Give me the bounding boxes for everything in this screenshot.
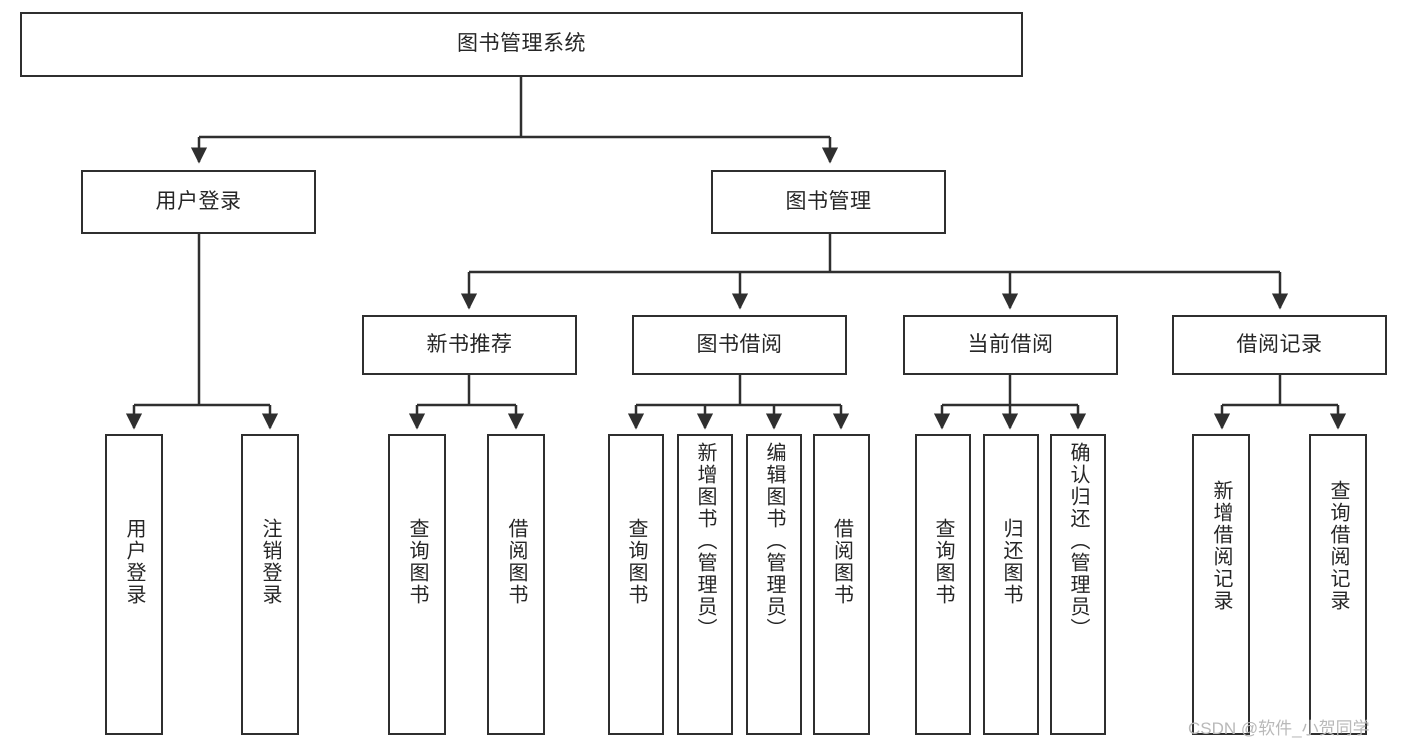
node-leaf-borrow-book-1[interactable]: 借阅图书 bbox=[487, 434, 545, 735]
node-leaf-edit-book-label: 编辑图书（管理员） bbox=[763, 442, 785, 640]
node-leaf-add-book[interactable]: 新增图书（管理员） bbox=[677, 434, 733, 735]
node-leaf-borrow-book-1-label: 借阅图书 bbox=[505, 518, 527, 606]
node-leaf-confirm-return[interactable]: 确认归还（管理员） bbox=[1050, 434, 1106, 735]
node-user-login[interactable]: 用户登录 bbox=[81, 170, 316, 234]
node-current-borrow-label: 当前借阅 bbox=[967, 332, 1054, 356]
node-book-borrow[interactable]: 图书借阅 bbox=[632, 315, 847, 375]
node-leaf-query-book-1-label: 查询图书 bbox=[406, 518, 428, 606]
node-new-book-recommend[interactable]: 新书推荐 bbox=[362, 315, 577, 375]
watermark: CSDN @软件_小贺同学 bbox=[1188, 719, 1370, 738]
node-leaf-return-book[interactable]: 归还图书 bbox=[983, 434, 1039, 735]
node-leaf-logout-label: 注销登录 bbox=[259, 518, 281, 606]
node-leaf-query-book-2[interactable]: 查询图书 bbox=[608, 434, 664, 735]
node-leaf-add-borrow-record-label: 新增借阅记录 bbox=[1210, 480, 1232, 612]
node-leaf-query-borrow-record-label: 查询借阅记录 bbox=[1327, 480, 1349, 612]
node-book-management[interactable]: 图书管理 bbox=[711, 170, 946, 234]
node-leaf-query-book-3[interactable]: 查询图书 bbox=[915, 434, 971, 735]
node-leaf-query-book-3-label: 查询图书 bbox=[932, 518, 954, 606]
node-leaf-query-book-1[interactable]: 查询图书 bbox=[388, 434, 446, 735]
node-root-label: 图书管理系统 bbox=[457, 32, 586, 56]
node-root[interactable]: 图书管理系统 bbox=[20, 12, 1023, 77]
node-borrow-record-label: 借阅记录 bbox=[1236, 332, 1323, 356]
node-book-borrow-label: 图书借阅 bbox=[696, 332, 783, 356]
node-leaf-add-borrow-record[interactable]: 新增借阅记录 bbox=[1192, 434, 1250, 735]
node-leaf-borrow-book-2[interactable]: 借阅图书 bbox=[813, 434, 870, 735]
node-leaf-return-book-label: 归还图书 bbox=[1000, 518, 1022, 606]
node-leaf-logout[interactable]: 注销登录 bbox=[241, 434, 299, 735]
node-leaf-edit-book[interactable]: 编辑图书（管理员） bbox=[746, 434, 802, 735]
node-current-borrow[interactable]: 当前借阅 bbox=[903, 315, 1118, 375]
node-leaf-confirm-return-label: 确认归还（管理员） bbox=[1067, 442, 1089, 640]
node-book-management-label: 图书管理 bbox=[785, 189, 872, 213]
node-leaf-borrow-book-2-label: 借阅图书 bbox=[830, 518, 853, 606]
node-leaf-query-borrow-record[interactable]: 查询借阅记录 bbox=[1309, 434, 1367, 735]
node-leaf-add-book-label: 新增图书（管理员） bbox=[694, 442, 716, 640]
node-new-book-recommend-label: 新书推荐 bbox=[426, 332, 513, 356]
node-leaf-user-login[interactable]: 用户登录 bbox=[105, 434, 163, 735]
node-leaf-query-book-2-label: 查询图书 bbox=[625, 518, 647, 606]
node-borrow-record[interactable]: 借阅记录 bbox=[1172, 315, 1387, 375]
node-user-login-label: 用户登录 bbox=[155, 189, 242, 213]
node-leaf-user-login-label: 用户登录 bbox=[123, 518, 145, 606]
